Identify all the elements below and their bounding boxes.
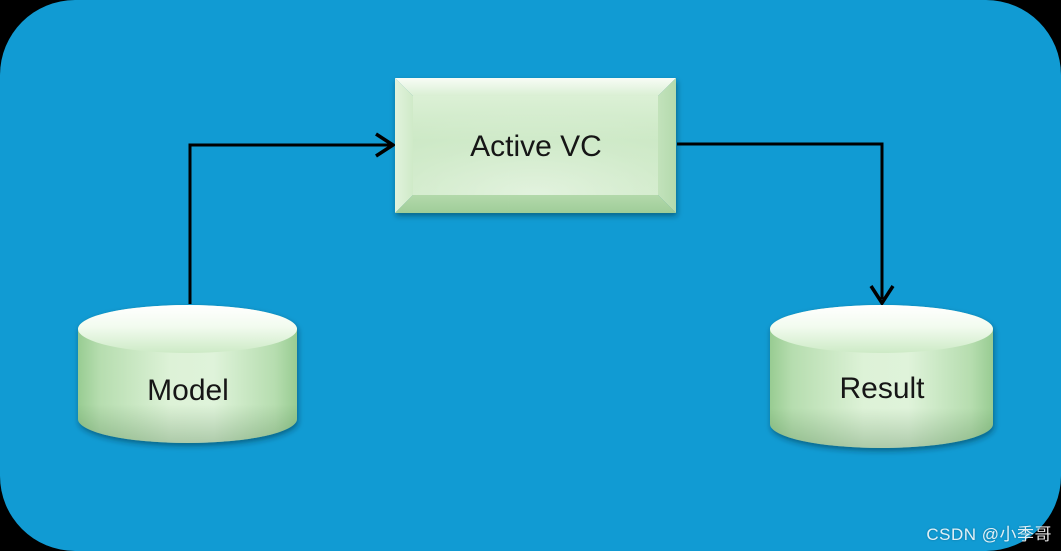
node-result: Result: [770, 305, 993, 449]
bevel-left-facet: [395, 78, 413, 213]
connector-line: [188, 143, 390, 304]
connector-activevc-to-result: [677, 142, 895, 307]
node-label-result: Result: [839, 372, 925, 405]
node-active-vc: Active VC: [395, 78, 676, 213]
connector-line: [677, 142, 884, 299]
arrowhead-down-icon: [869, 285, 895, 307]
watermark: CSDN @小季哥: [926, 525, 1052, 544]
cylinder-top-face: [78, 305, 297, 353]
node-model: Model: [78, 305, 297, 443]
arrowhead-right-icon: [375, 132, 397, 158]
bevel-panel-glow: [413, 96, 658, 195]
bevel-top-facet: [395, 78, 676, 96]
node-label-active-vc: Active VC: [470, 130, 602, 163]
bevel-bottom-facet: [395, 195, 676, 213]
connector-model-to-activevc: [188, 132, 397, 304]
node-label-model: Model: [147, 374, 229, 407]
bevel-right-facet: [658, 78, 676, 213]
cylinder-top-face: [770, 305, 993, 353]
